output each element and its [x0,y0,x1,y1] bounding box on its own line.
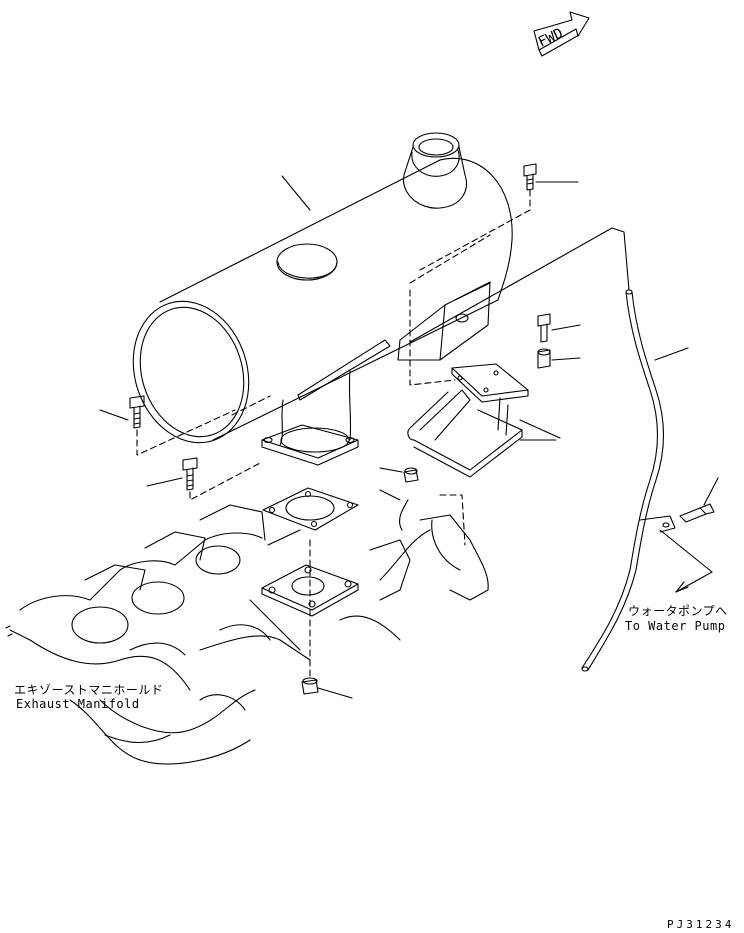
exhaust-manifold-label-en: Exhaust Manifold [16,697,140,711]
bolts [99,163,719,699]
exhaust-manifold-label-jp: エキゾーストマニホールド [14,683,164,697]
forward-arrow-icon: FWD [533,11,590,57]
drawing-number: PJ31234 [667,918,735,931]
water-pipe [409,227,713,672]
water-pump-label-jp: ウォータポンプへ [628,604,728,618]
water-pump-label-en: To Water Pump [625,619,726,633]
leader-lines [281,175,561,439]
muffler-support-stand [407,363,529,478]
exhaust-manifold [5,489,489,765]
gaskets [261,487,359,617]
muffler [132,132,513,466]
